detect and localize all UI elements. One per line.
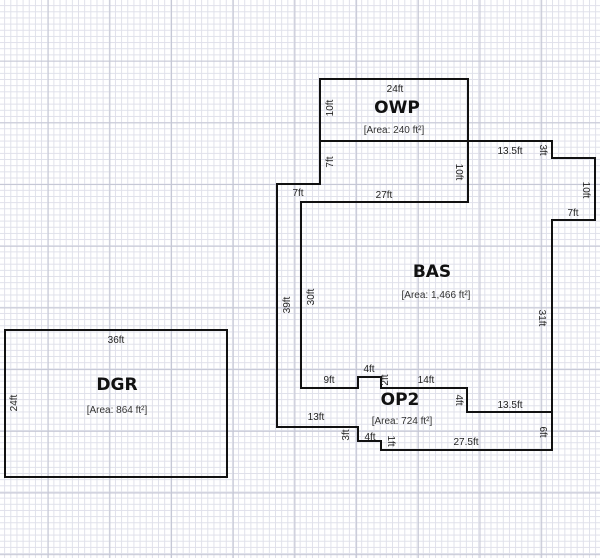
dim-label: 10ft — [453, 164, 464, 181]
room-bas[interactable]: BAS [Area: 1,466 ft²] 13.5ft 3ft 10ft 7f… — [282, 140, 596, 450]
dim-label: 1ft — [385, 435, 396, 446]
dim-label: 13ft — [308, 412, 325, 423]
dim-label: 27ft — [376, 190, 393, 201]
dgr-outline — [4, 329, 228, 478]
dim-label: 10ft — [580, 182, 591, 199]
dim-label: 27.5ft — [453, 437, 478, 448]
dim-label: 3ft — [341, 429, 352, 440]
dim-label: 30ft — [306, 288, 317, 305]
dim-label: 13.5ft — [497, 400, 522, 411]
room-name: OWP — [374, 98, 420, 118]
dim-label: 9ft — [323, 375, 334, 386]
room-area: [Area: 240 ft²] — [364, 125, 425, 136]
room-area: [Area: 1,466 ft²] — [402, 290, 471, 301]
dim-label: 39ft — [282, 296, 293, 313]
dim-label: 14ft — [418, 375, 435, 386]
dim-label: 2ft — [380, 374, 391, 385]
dim-label: 4ft — [364, 432, 375, 443]
dim-label: 7ft — [292, 188, 303, 199]
dim-label: 6ft — [537, 426, 548, 437]
dim-label: 24ft — [387, 84, 404, 95]
room-name: OP2 — [381, 390, 420, 410]
room-dgr[interactable]: DGR [Area: 864 ft²] 36ft 24ft — [4, 329, 228, 478]
room-owp[interactable]: OWP [Area: 240 ft²] 24ft 10ft 7ft 10ft — [319, 78, 469, 181]
dim-label: 7ft — [325, 156, 336, 167]
room-name: BAS — [413, 262, 451, 282]
dim-label: 13.5ft — [497, 146, 522, 157]
room-name: DGR — [96, 375, 137, 395]
dim-label: 31ft — [536, 310, 547, 327]
dim-label: 4ft — [453, 394, 464, 405]
room-area: [Area: 864 ft²] — [87, 405, 148, 416]
room-op2[interactable]: OP2 [Area: 724 ft²] 9ft 4ft 2ft 14ft 4ft… — [276, 141, 553, 451]
bas-inner-outline — [300, 141, 552, 413]
dim-label: 7ft — [567, 208, 578, 219]
dim-label: 3ft — [537, 144, 548, 155]
bas-outline — [320, 140, 596, 450]
dim-label: 36ft — [108, 335, 125, 346]
op2-outline — [276, 141, 553, 451]
room-area: [Area: 724 ft²] — [372, 416, 433, 427]
dim-label: 10ft — [325, 99, 336, 116]
dim-label: 24ft — [9, 394, 20, 411]
dim-label: 4ft — [363, 364, 374, 375]
